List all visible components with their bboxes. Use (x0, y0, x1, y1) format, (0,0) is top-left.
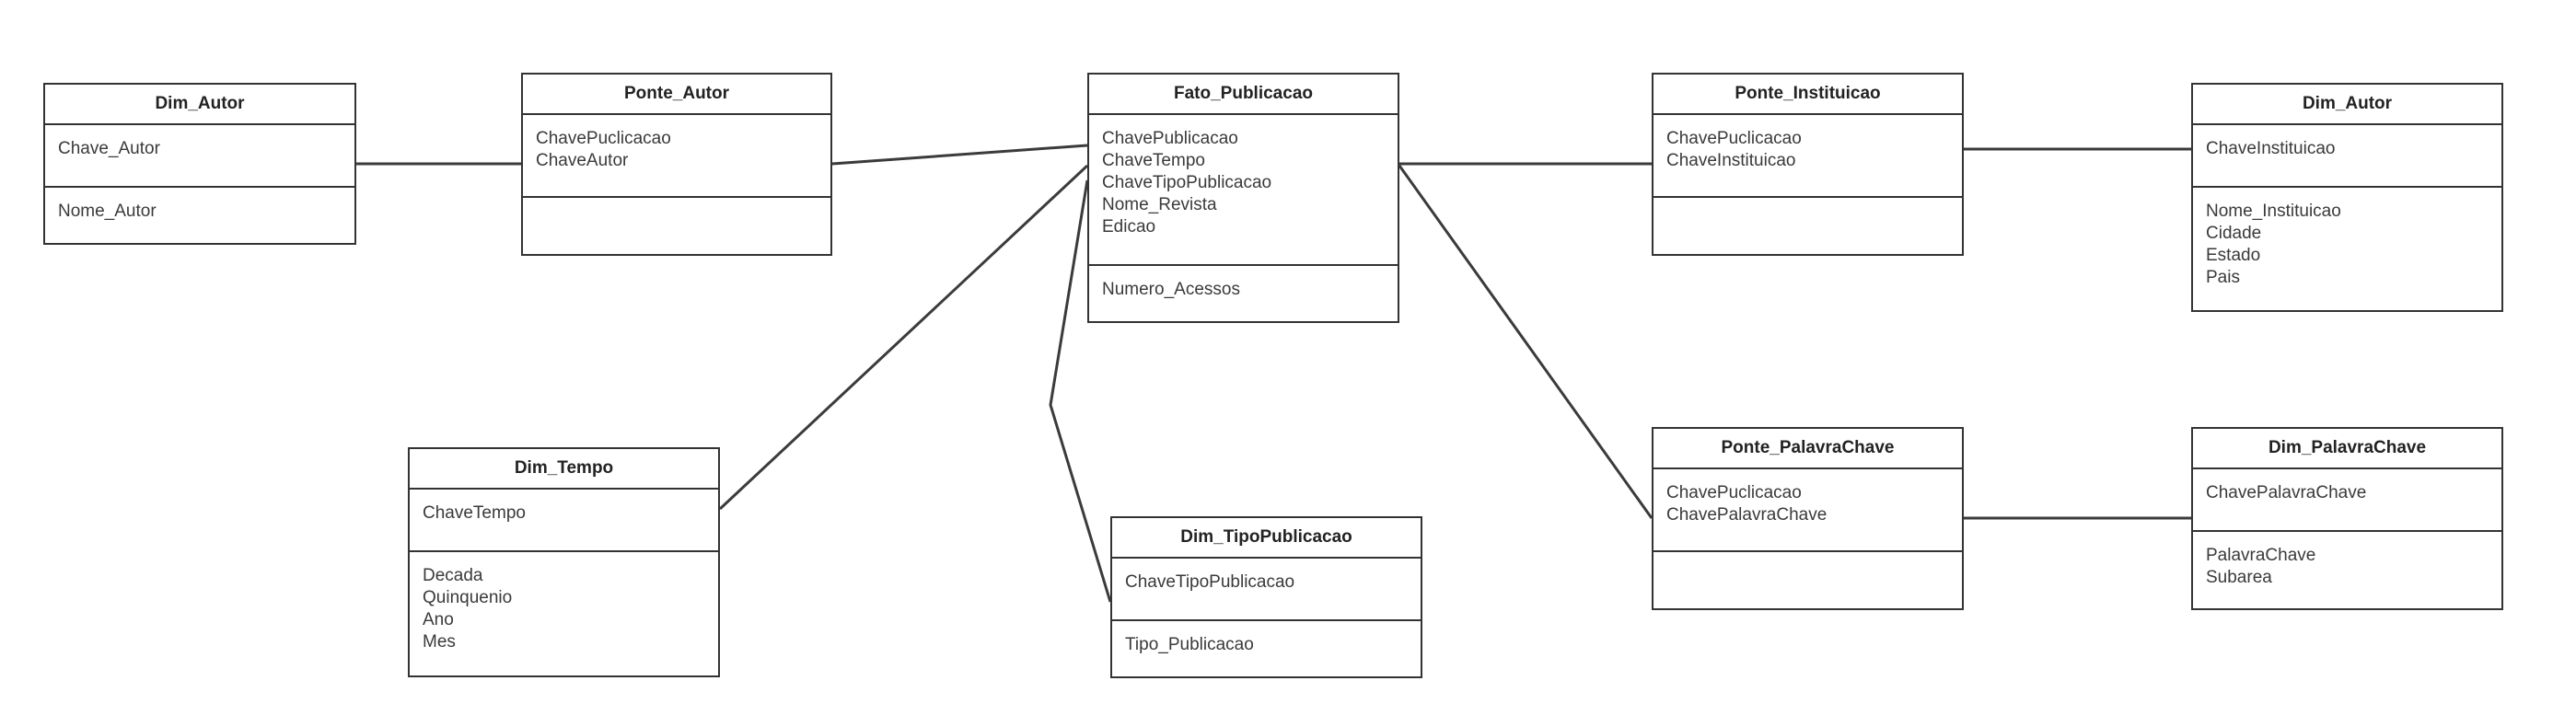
key-section: ChavePuclicacao ChaveInstituicao (1654, 115, 1962, 196)
field-attribute: Nome_Instituicao (2206, 202, 2341, 221)
entity-title: Dim_Tempo (410, 449, 718, 490)
key-section: ChaveTempo (410, 490, 718, 550)
field-attribute: Ano (423, 610, 454, 629)
field-attribute: Mes (423, 632, 456, 652)
entity-title: Dim_Autor (2193, 85, 2501, 125)
field-key: Nome_Revista (1102, 195, 1217, 214)
entity-dim-palavra-chave[interactable]: Dim_PalavraChave ChavePalavraChave Palav… (2191, 427, 2503, 610)
field-key: Edicao (1102, 217, 1156, 237)
entity-title: Ponte_Instituicao (1654, 75, 1962, 115)
key-section: ChaveInstituicao (2193, 125, 2501, 186)
field-attribute: Tipo_Publicacao (1125, 635, 1254, 654)
field-attribute: Pais (2206, 268, 2240, 287)
entity-title: Ponte_PalavraChave (1654, 429, 1962, 469)
link-fato-ponte-palavra-chave (1398, 165, 1654, 519)
field-key: Chave_Autor (58, 139, 160, 158)
entity-title: Fato_Publicacao (1089, 75, 1398, 115)
field-key: ChavePuclicacao (1666, 129, 1802, 148)
key-section: ChavePuclicacao ChaveAutor (523, 115, 830, 196)
key-section: ChavePuclicacao ChavePalavraChave (1654, 469, 1962, 550)
field-key: ChaveTempo (1102, 151, 1205, 170)
entity-title: Dim_Autor (45, 85, 354, 125)
field-key: ChaveTempo (423, 503, 526, 523)
attribute-section: Decada Quinquenio Ano Mes (410, 550, 718, 666)
entity-ponte-instituicao[interactable]: Ponte_Instituicao ChavePuclicacao ChaveI… (1652, 73, 1964, 256)
key-section: ChavePublicacao ChaveTempo ChaveTipoPubl… (1089, 115, 1398, 264)
entity-dim-tempo[interactable]: Dim_Tempo ChaveTempo Decada Quinquenio A… (408, 447, 720, 677)
field-attribute: PalavraChave (2206, 546, 2316, 565)
attribute-section (1654, 196, 1962, 224)
attribute-section (1654, 550, 1962, 578)
entity-title: Ponte_Autor (523, 75, 830, 115)
field-key: ChaveInstituicao (1666, 151, 1796, 170)
field-key: ChavePuclicacao (536, 129, 671, 148)
link-fato-dim-tipo-publicacao (1049, 179, 1112, 603)
field-key: ChaveTipoPublicacao (1125, 572, 1295, 592)
key-section: Chave_Autor (45, 125, 354, 186)
field-key: ChavePalavraChave (1666, 505, 1828, 525)
entity-title: Dim_TipoPublicacao (1112, 518, 1421, 559)
field-attribute: Estado (2206, 246, 2261, 265)
key-section: ChaveTipoPublicacao (1112, 559, 1421, 619)
field-key: ChavePalavraChave (2206, 483, 2367, 502)
field-attribute: Cidade (2206, 224, 2262, 243)
entity-title: Dim_PalavraChave (2193, 429, 2501, 469)
entity-ponte-autor[interactable]: Ponte_Autor ChavePuclicacao ChaveAutor (521, 73, 832, 256)
field-attribute: Subarea (2206, 568, 2272, 587)
attribute-section: PalavraChave Subarea (2193, 530, 2501, 602)
entity-ponte-palavra-chave[interactable]: Ponte_PalavraChave ChavePuclicacao Chave… (1652, 427, 1964, 610)
attribute-section: Numero_Acessos (1089, 264, 1398, 314)
field-attribute: Numero_Acessos (1102, 280, 1240, 299)
key-section: ChavePalavraChave (2193, 469, 2501, 530)
attribute-section: Nome_Instituicao Cidade Estado Pais (2193, 186, 2501, 302)
field-attribute: Decada (423, 566, 483, 585)
field-attribute: Quinquenio (423, 588, 513, 607)
entity-dim-autor-right[interactable]: Dim_Autor ChaveInstituicao Nome_Institui… (2191, 83, 2503, 312)
field-key: ChaveInstituicao (2206, 139, 2336, 158)
entity-dim-autor-left[interactable]: Dim_Autor Chave_Autor Nome_Autor (43, 83, 356, 245)
field-key: ChaveAutor (536, 151, 629, 170)
field-attribute: Nome_Autor (58, 202, 157, 221)
field-key: ChaveTipoPublicacao (1102, 173, 1272, 192)
entity-fato-publicacao[interactable]: Fato_Publicacao ChavePublicacao ChaveTem… (1087, 73, 1399, 323)
attribute-section (523, 196, 830, 224)
field-key: ChavePublicacao (1102, 129, 1238, 148)
attribute-section: Tipo_Publicacao (1112, 619, 1421, 669)
link-ponte-autor-fato (831, 144, 1088, 166)
attribute-section: Nome_Autor (45, 186, 354, 236)
field-key: ChavePuclicacao (1666, 483, 1802, 502)
entity-dim-tipo-publicacao[interactable]: Dim_TipoPublicacao ChaveTipoPublicacao T… (1110, 516, 1422, 678)
link-fato-dim-tempo (718, 164, 1089, 511)
